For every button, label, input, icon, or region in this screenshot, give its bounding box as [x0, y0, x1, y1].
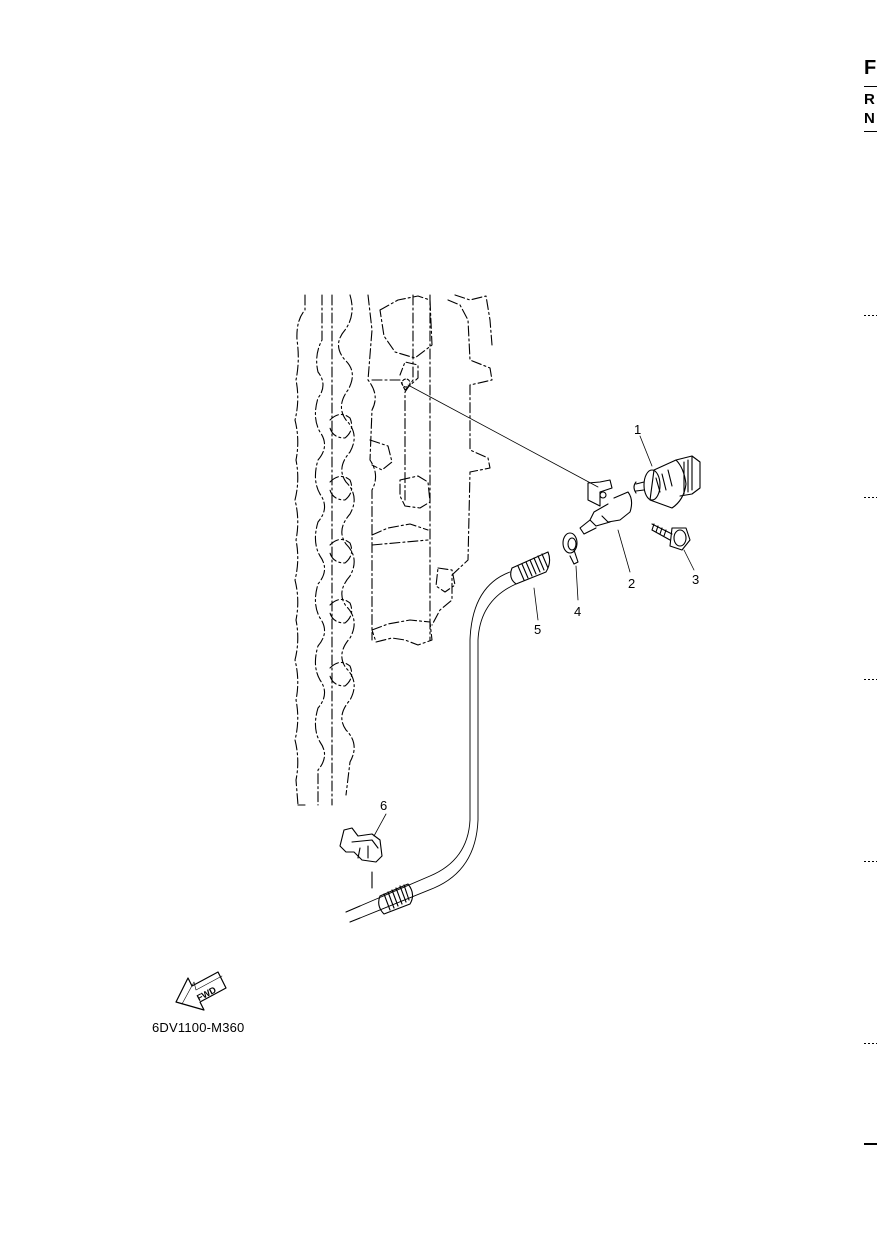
callout-labels: 1 2 3 4 5 6 — [380, 422, 699, 813]
drawing-code: 6DV1100-M360 — [152, 1020, 245, 1035]
callout-4: 4 — [574, 604, 581, 619]
bolt — [651, 523, 691, 551]
margin-tick — [864, 315, 877, 316]
margin-tick — [864, 861, 877, 862]
mounting-boss — [401, 378, 411, 388]
callout-2: 2 — [628, 576, 635, 591]
margin-tick — [864, 1043, 877, 1044]
mounting-leader-line — [407, 384, 599, 488]
callout-5: 5 — [534, 622, 541, 637]
cylinder-block-outline — [294, 294, 493, 806]
side-index-letter-main: F — [864, 57, 877, 79]
hose — [345, 551, 551, 923]
margin-tick — [864, 497, 877, 498]
fwd-label: FWD — [195, 984, 218, 1003]
side-index-rule-2 — [864, 131, 877, 132]
pressure-sensor — [633, 455, 701, 509]
side-index-letter-3: N — [864, 110, 875, 127]
hose-clamp — [562, 532, 579, 565]
hose-joint — [579, 479, 633, 535]
side-index-letter-2: R — [864, 91, 875, 108]
margin-end-rule — [864, 1143, 877, 1145]
side-index-rule-1 — [864, 86, 877, 87]
fwd-arrow-icon — [175, 971, 227, 1011]
callout-6: 6 — [380, 798, 387, 813]
callout-leaders — [373, 435, 695, 837]
hose-holder — [339, 827, 383, 889]
callout-3: 3 — [692, 572, 699, 587]
callout-1: 1 — [634, 422, 641, 437]
margin-tick — [864, 679, 877, 680]
